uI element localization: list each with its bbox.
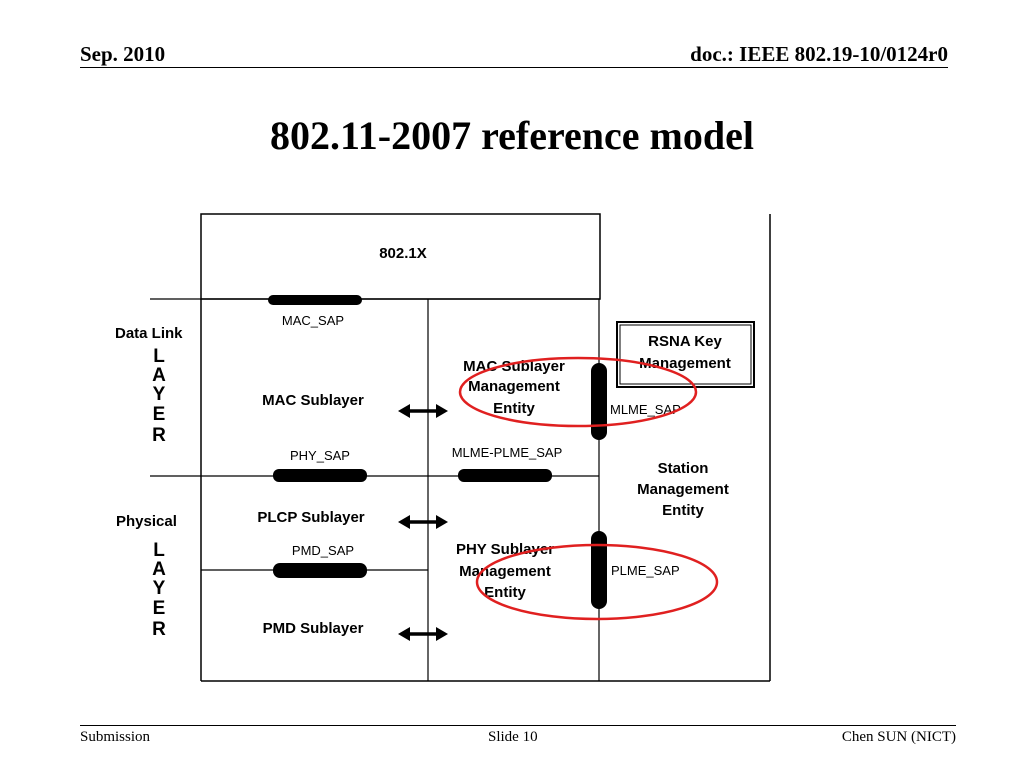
plme-label-line: Entity <box>484 584 526 601</box>
mlme-label-line: Management <box>468 378 560 395</box>
physical-label: Physical <box>116 513 177 530</box>
plcp-double-arrow <box>398 515 448 529</box>
layer-letter: L <box>153 540 165 561</box>
mac-double-arrow <box>398 404 448 418</box>
rsna-label-line: Management <box>639 355 731 372</box>
pmd-sublayer-label: PMD Sublayer <box>263 620 364 637</box>
mlme-label-line: Entity <box>493 400 535 417</box>
header-date: Sep. 2010 <box>80 42 166 66</box>
box-8021x-label: 802.1X <box>379 245 427 262</box>
data-link-layer-letters: L A Y E R <box>152 346 166 446</box>
header-doc-id: doc.: IEEE 802.19-10/0124r0 <box>690 42 948 66</box>
mac-sap-bar <box>268 295 362 305</box>
station-label-line: Management <box>637 481 729 498</box>
header-rule <box>80 67 948 68</box>
station-label-line: Station <box>658 460 709 477</box>
pmd-sap-label: PMD_SAP <box>292 543 354 558</box>
layer-letter: E <box>153 404 166 425</box>
rsna-label-line: RSNA Key <box>648 333 722 350</box>
rsna-box <box>616 321 755 388</box>
mac-sap-label: MAC_SAP <box>282 313 344 328</box>
station-label-line: Entity <box>662 502 704 519</box>
physical-layer-letters: L A Y E R <box>152 540 166 640</box>
layer-letter: A <box>152 365 166 386</box>
layer-letter: Y <box>153 384 166 405</box>
mlme-sap-label: MLME_SAP <box>610 402 681 417</box>
phy-sap-label: PHY_SAP <box>290 448 350 463</box>
mlme-plme-sap-bar <box>458 469 552 482</box>
rsna-box-inner <box>619 324 752 385</box>
highlight-ellipse-plme <box>475 543 719 621</box>
pmd-double-arrow <box>398 627 448 641</box>
mlme-sap-bar <box>591 363 607 440</box>
plme-sap-bar <box>591 531 607 609</box>
mac-sublayer-label: MAC Sublayer <box>262 392 364 409</box>
pmd-sap-bar <box>273 563 367 578</box>
phy-sap-bar <box>273 469 367 482</box>
highlight-ellipse-mlme <box>458 356 698 428</box>
footer-author: Chen SUN (NICT) <box>841 729 956 745</box>
layer-letter: R <box>152 425 166 446</box>
plcp-sublayer-label: PLCP Sublayer <box>257 509 364 526</box>
layer-letter: A <box>152 559 166 580</box>
data-link-label: Data Link <box>115 325 183 342</box>
layer-letter: L <box>153 346 165 367</box>
layer-letter: E <box>153 598 166 619</box>
layer-letter: Y <box>153 578 166 599</box>
footer-rule <box>80 725 956 726</box>
layer-letter: R <box>152 619 166 640</box>
mlme-plme-sap-label: MLME-PLME_SAP <box>452 445 563 460</box>
slide-title: 802.11-2007 reference model <box>270 113 754 158</box>
footer-slide-number: Slide 10 <box>488 729 538 745</box>
plme-sap-label: PLME_SAP <box>611 563 680 578</box>
footer-submission: Submission <box>80 729 151 745</box>
plme-label-line: Management <box>459 563 551 580</box>
plme-label-line: PHY Sublayer <box>456 541 554 558</box>
